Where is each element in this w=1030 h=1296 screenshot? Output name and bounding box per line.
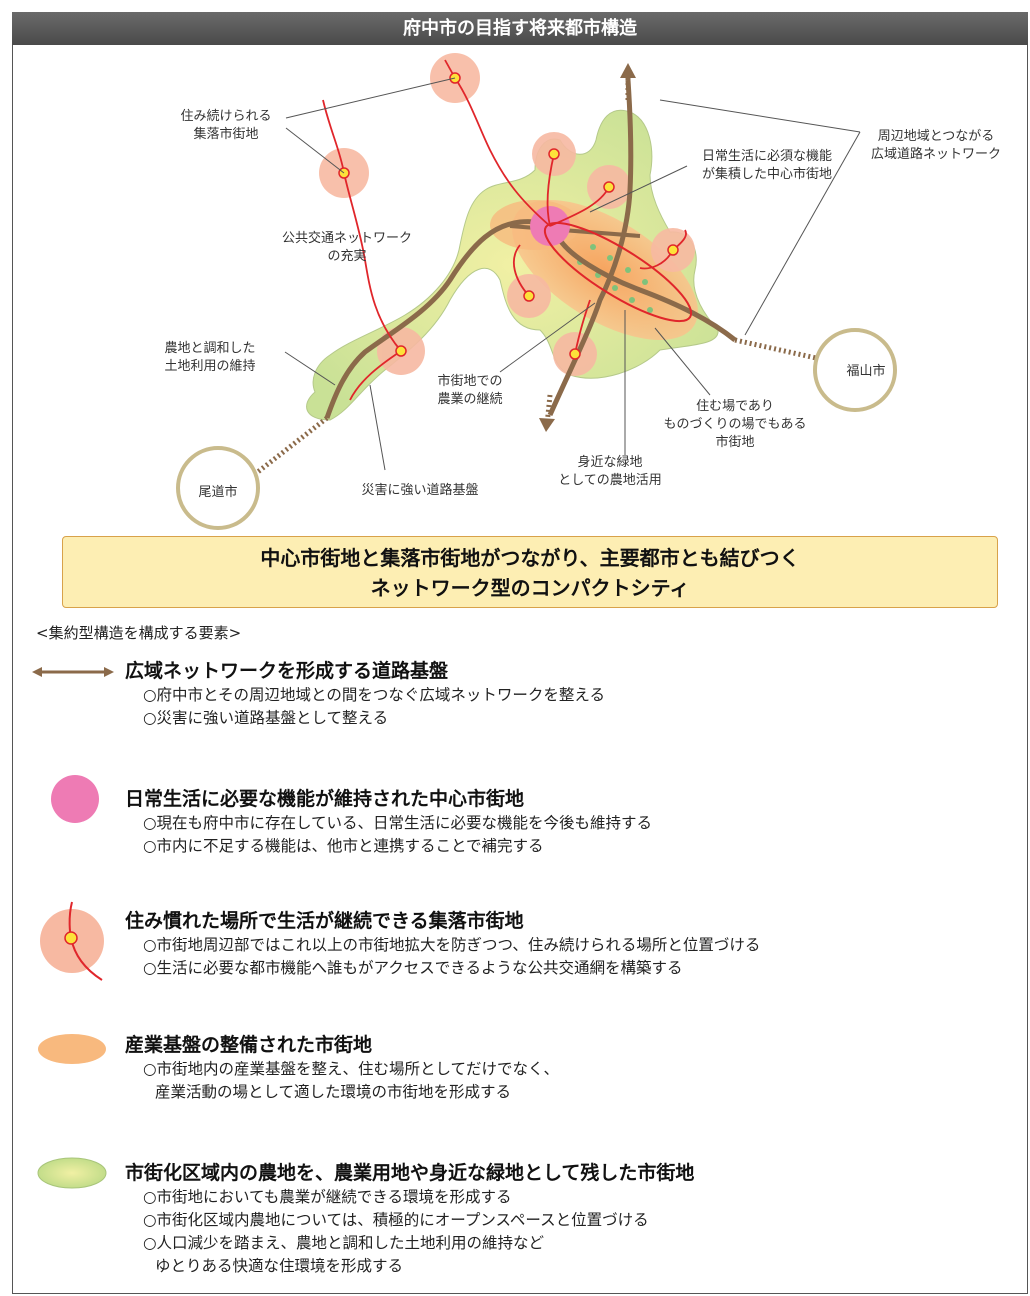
label-center-1: 日常生活に必須な機能 xyxy=(702,149,832,164)
element-center: 日常生活に必要な機能が維持された中心市街地 ○現在も府中市に存在している、日常生… xyxy=(125,786,652,858)
element-heading: 広域ネットワークを形成する道路基盤 xyxy=(125,660,449,682)
summary-line-2: ネットワーク型のコンパクトシティ xyxy=(370,576,690,600)
element-line: ○市街地内の産業基盤を整え、住む場所としてだけでなく、 xyxy=(143,1060,560,1078)
urban-structure-diagram: 住み続けられる 集落市街地 公共交通ネットワーク の充実 農地と調和した 土地利… xyxy=(164,53,1001,530)
arrow-head-icon xyxy=(620,63,636,78)
main-road xyxy=(324,219,737,419)
element-line: ○生活に必要な都市機能へ誰もがアクセスできるような公共交通網を構築する xyxy=(143,959,683,977)
label-farm-harmony-2: 土地利用の維持 xyxy=(164,359,255,374)
label-green-farm-2: としての農地活用 xyxy=(558,473,662,488)
fukuyama-city-ring xyxy=(813,328,897,412)
element-line: ○人口減少を踏まえ、農地と調和した土地利用の維持など xyxy=(143,1234,545,1252)
label-wide-network-1: 周辺地域とつながる xyxy=(878,129,994,144)
label-onomichi: 尾道市 xyxy=(198,484,237,500)
label-disaster-road: 災害に強い道路基盤 xyxy=(361,482,478,498)
element-green: 市街化区域内の農地を、農業用地や身近な緑地として残した市街地 ○市街地においても… xyxy=(125,1160,694,1278)
double-arrow-icon xyxy=(32,667,114,677)
summary-line-1: 中心市街地と集落市街地がつながり、主要都市とも結びつく xyxy=(260,546,800,570)
element-line: ○市街地周辺部ではこれ以上の市街地拡大を防ぎつつ、住み続けられる場所と位置づける xyxy=(143,936,761,954)
element-line: ○現在も府中市に存在している、日常生活に必要な機能を今後も維持する xyxy=(143,814,653,832)
element-line: ○市街地においても農業が継続できる環境を形成する xyxy=(143,1188,512,1206)
label-living-making-3: 市街地 xyxy=(715,434,754,450)
label-urban-farming-1: 市街地での xyxy=(437,373,502,389)
element-heading: 産業基盤の整備された市街地 xyxy=(125,1034,373,1056)
element-heading: 住み慣れた場所で生活が継続できる集落市街地 xyxy=(125,910,524,932)
label-fukuyama: 福山市 xyxy=(846,363,885,379)
label-wide-network-2: 広域道路ネットワーク xyxy=(871,146,1001,162)
element-road: 広域ネットワークを形成する道路基盤 ○府中市とその周辺地域との間をつなぐ広域ネッ… xyxy=(125,658,605,730)
element-line: ○災害に強い道路基盤として整える xyxy=(143,709,389,727)
label-center-2: が集積した中心市街地 xyxy=(702,166,832,182)
label-settlement-2: 集落市街地 xyxy=(193,126,258,142)
element-line: 産業活動の場として適した環境の市街地を形成する xyxy=(155,1083,512,1101)
element-settlement: 住み慣れた場所で生活が継続できる集落市街地 ○市街地周辺部ではこれ以上の市街地拡… xyxy=(125,908,760,980)
element-line: ○市内に不足する機能は、他市と連携することで補完する xyxy=(143,837,544,855)
label-urban-farming-2: 農業の継続 xyxy=(437,391,502,407)
orange-ellipse-icon xyxy=(38,1034,106,1064)
label-settlement-1: 住み続けられる xyxy=(180,109,271,124)
element-line: ○府中市とその周辺地域との間をつなぐ広域ネットワークを整える xyxy=(143,686,605,704)
label-farm-harmony-1: 農地と調和した xyxy=(164,341,255,356)
pink-circle-icon xyxy=(51,775,99,823)
label-transit-2: の充実 xyxy=(327,248,366,264)
arrow-head-icon xyxy=(539,418,555,432)
industrial-outline xyxy=(543,221,693,323)
label-green-farm-1: 身近な緑地 xyxy=(577,454,642,470)
label-living-making-1: 住む場であり xyxy=(696,399,774,414)
elements-section-title: <集約型構造を構成する要素> xyxy=(36,624,242,642)
element-line: ゆとりある快適な住環境を形成する xyxy=(155,1257,404,1275)
summary-box: 中心市街地と集落市街地がつながり、主要都市とも結びつく ネットワーク型のコンパク… xyxy=(62,536,998,608)
page-title: 府中市の目指す将来都市構造 xyxy=(12,12,1028,45)
diagram-labels: 住み続けられる 集落市街地 公共交通ネットワーク の充実 農地と調和した 土地利… xyxy=(164,109,1001,500)
onomichi-city-ring xyxy=(176,446,260,530)
label-transit-1: 公共交通ネットワーク xyxy=(282,230,412,246)
green-ellipse-icon xyxy=(37,1157,107,1189)
element-industrial: 産業基盤の整備された市街地 ○市街地内の産業基盤を整え、住む場所としてだけでなく… xyxy=(125,1032,559,1104)
element-line: ○市街化区域内農地については、積極的にオープンスペースと位置づける xyxy=(143,1211,649,1229)
label-living-making-2: ものづくりの場でもある xyxy=(663,417,806,432)
element-heading: 市街化区域内の農地を、農業用地や身近な緑地として残した市街地 xyxy=(125,1162,695,1184)
element-heading: 日常生活に必要な機能が維持された中心市街地 xyxy=(125,788,525,810)
settlement-circle-icon xyxy=(40,901,104,981)
leader-lines xyxy=(284,77,861,471)
